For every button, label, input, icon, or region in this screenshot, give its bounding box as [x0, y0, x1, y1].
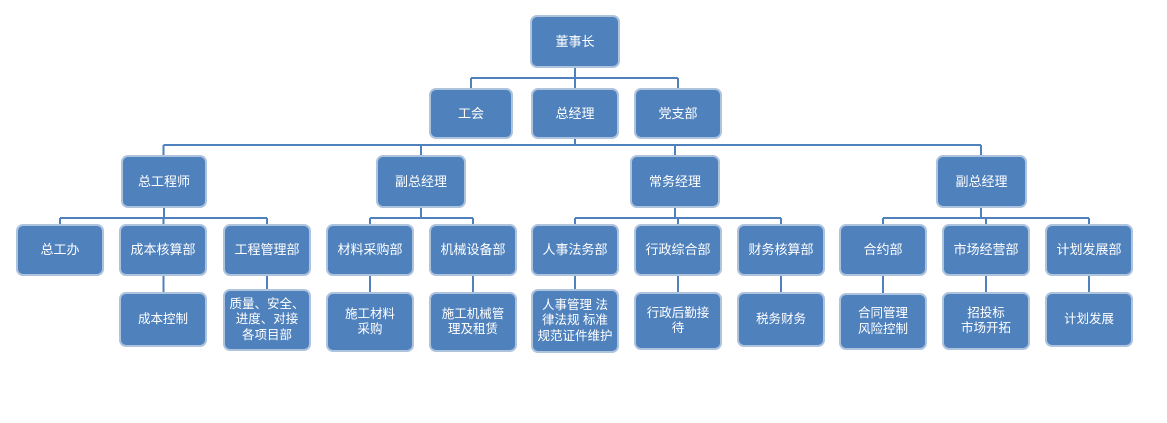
org-node-label: 财务核算部: [748, 242, 814, 258]
org-node-label: 工程管理部: [234, 242, 300, 258]
org-node-label: 总经理: [555, 105, 595, 121]
connector-l1-l2: [470, 68, 679, 88]
org-node-label: 材料采购部: [337, 242, 403, 258]
org-node-label: 施工机械管 理及租赁: [441, 306, 505, 336]
org-node-label: 副总经理: [955, 173, 1008, 189]
org-node-label: 机械设备部: [440, 242, 506, 258]
org-node-contract-dept: 合约部: [839, 224, 927, 276]
org-node-label: 合约部: [863, 242, 903, 258]
org-node-chief-engineer-office: 总工办: [16, 224, 104, 276]
org-node-deputy-gm-right: 副总经理: [936, 155, 1027, 208]
org-node-chairman: 董事长: [530, 15, 620, 68]
org-node-executive-manager: 常务经理: [630, 155, 720, 208]
org-node-general-manager: 总经理: [531, 88, 619, 139]
org-node-label: 计划发展: [1063, 311, 1114, 326]
org-node-cost-accounting: 成本核算部: [119, 224, 207, 276]
org-node-label: 行政综合部: [645, 242, 711, 258]
org-node-label: 党支部: [658, 105, 698, 121]
connector-l2-l3: [162, 139, 982, 155]
org-node-label: 成本控制: [137, 311, 188, 326]
org-node-labor-union: 工会: [429, 88, 513, 139]
org-node-label: 总工办: [40, 242, 80, 258]
org-node-tax-finance: 税务财务: [737, 292, 825, 347]
org-node-label: 成本核算部: [130, 242, 196, 258]
org-node-label: 人事管理 法 律法规 标准 规范证件维护: [537, 298, 613, 343]
org-node-machinery-equipment: 机械设备部: [429, 224, 517, 276]
org-node-label: 质量、安全、 进度、对接 各项目部: [229, 297, 305, 342]
org-node-construction-material-procurement: 施工材料 采购: [326, 292, 414, 352]
org-node-planning-development: 计划发展: [1045, 292, 1133, 347]
org-node-chief-engineer: 总工程师: [121, 155, 207, 208]
org-node-label: 合同管理 风险控制: [857, 306, 908, 336]
connector-deputy-gm-right: [882, 208, 1090, 224]
connector-deputy-gm-left: [369, 208, 474, 224]
org-node-label: 董事长: [555, 33, 595, 49]
org-node-material-procurement: 材料采购部: [326, 224, 414, 276]
org-node-label: 副总经理: [394, 173, 447, 189]
org-node-hr-legal: 人事法务部: [531, 224, 619, 276]
connector-chief-engineer: [59, 208, 268, 224]
org-node-deputy-gm-left: 副总经理: [376, 155, 466, 208]
org-node-label: 税务财务: [755, 311, 806, 326]
org-node-label: 施工材料 采购: [344, 306, 395, 336]
org-node-label: 计划发展部: [1056, 242, 1122, 258]
org-node-label: 总工程师: [137, 173, 190, 189]
org-node-planning-development-dept: 计划发展部: [1045, 224, 1133, 276]
org-node-engineering-mgmt: 工程管理部: [223, 224, 311, 276]
org-node-party-branch: 党支部: [634, 88, 722, 139]
org-node-quality-safety: 质量、安全、 进度、对接 各项目部: [223, 289, 311, 351]
org-node-admin-comprehensive: 行政综合部: [634, 224, 722, 276]
org-node-bidding-market: 招投标 市场开拓: [942, 292, 1030, 350]
org-node-label: 常务经理: [648, 173, 701, 189]
org-node-financial-accounting: 财务核算部: [737, 224, 825, 276]
org-node-label: 行政后勤接 待: [646, 305, 710, 335]
org-node-label: 人事法务部: [542, 242, 608, 258]
org-node-label: 工会: [457, 105, 484, 121]
connector-executive-manager: [574, 208, 782, 224]
org-node-contract-risk: 合同管理 风险控制: [839, 293, 927, 350]
org-node-label: 招投标 市场开拓: [960, 305, 1011, 335]
org-node-cost-control: 成本控制: [119, 292, 207, 347]
org-node-market-operation: 市场经营部: [942, 224, 1030, 276]
org-node-label: 市场经营部: [953, 242, 1019, 258]
org-node-hr-legal-detail: 人事管理 法 律法规 标准 规范证件维护: [531, 289, 619, 353]
connector-l4-l5: [162, 276, 1090, 295]
org-node-admin-logistics: 行政后勤接 待: [634, 292, 722, 350]
org-node-construction-machinery: 施工机械管 理及租赁: [429, 292, 517, 352]
